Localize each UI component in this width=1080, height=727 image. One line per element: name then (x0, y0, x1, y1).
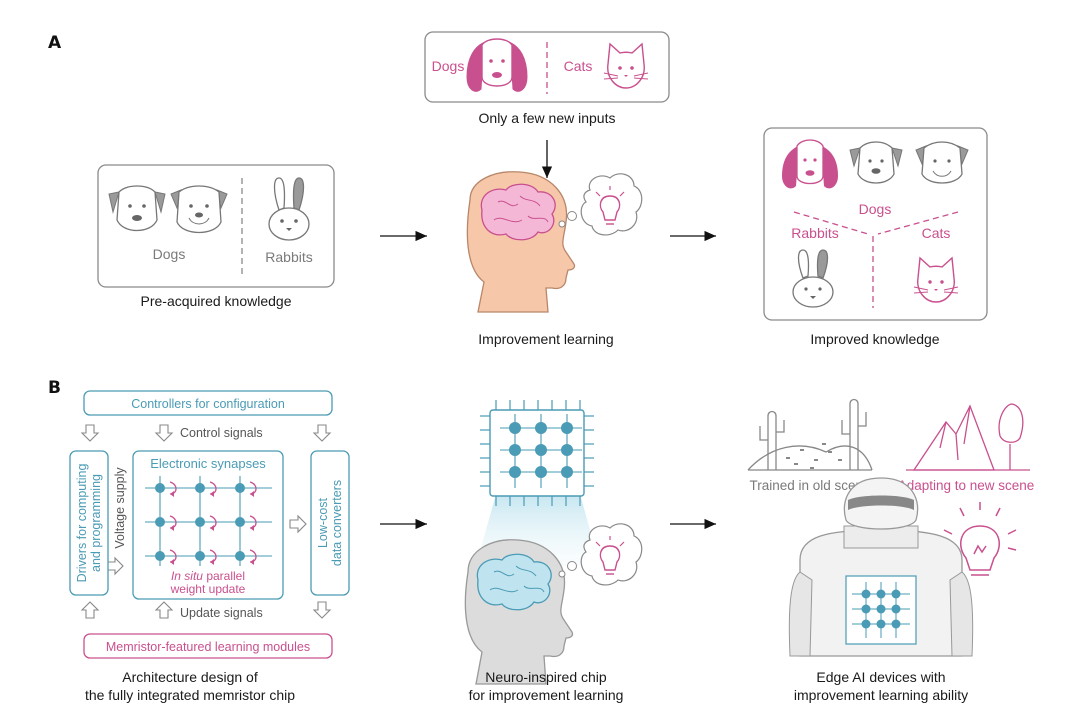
old-scene-desert-icon (747, 398, 873, 471)
pre-rabbits-label: Rabbits (265, 249, 312, 265)
lightbulb-icon (943, 502, 1017, 576)
synapse-crossbar (145, 476, 272, 566)
new-inputs-box: Dogs Cats (424, 31, 670, 103)
thought-bulb-icon (558, 173, 643, 236)
new-scene-mountain-icon (906, 403, 1030, 471)
robot-chip-node (861, 589, 871, 599)
old-scene-label: Trained in old scene (749, 478, 870, 493)
dog-icon (849, 141, 903, 184)
controllers-label: Controllers for configuration (131, 397, 285, 411)
chip-node (561, 422, 573, 434)
drivers-label-1: Drivers for computing (75, 464, 89, 583)
improved-cats-label: Cats (922, 225, 951, 241)
chip-node (535, 466, 547, 478)
chip-caption-1: Neuro-inspired chip (485, 669, 607, 685)
brain-icon (480, 183, 556, 241)
human-head-illustration (466, 171, 576, 313)
synapse-node (235, 551, 245, 561)
edge-caption-2: improvement learning ability (794, 687, 968, 703)
improved-rabbits-label: Rabbits (791, 225, 838, 241)
synapse-node (195, 551, 205, 561)
brain-icon (476, 553, 552, 611)
voltage-label: Voltage supply (113, 467, 127, 549)
chip-crossbar (500, 414, 582, 488)
bulldog-icon (170, 185, 228, 234)
controllers-box (83, 390, 333, 416)
gray-head-illustration (464, 539, 574, 685)
pre-knowledge-caption: Pre-acquired knowledge (141, 293, 292, 309)
robot-chip-node (861, 604, 871, 614)
cat-icon (603, 42, 649, 89)
synapse-node (155, 517, 165, 527)
bulldog-icon (915, 141, 969, 184)
improvement-caption: Improvement learning (478, 331, 613, 347)
robot-chip-node (876, 589, 886, 599)
new-scene-label: Adapting to new scene (898, 478, 1035, 493)
robot-chip-node (876, 604, 886, 614)
neuro-chip-illustration (476, 400, 600, 566)
improved-dogs-label: Dogs (859, 201, 892, 217)
drivers-box (69, 450, 109, 596)
arch-caption-2: the fully integrated memristor chip (85, 687, 295, 703)
dog-icon (782, 139, 838, 189)
hollow-arrows (80, 424, 332, 619)
thought-bulb-icon (558, 523, 643, 586)
chip-node (561, 444, 573, 456)
update-signals-label: Update signals (180, 606, 263, 620)
robot-illustration (788, 477, 974, 657)
chip-node (561, 466, 573, 478)
robot-chip-node (891, 619, 901, 629)
chip-node (509, 444, 521, 456)
new-inputs-dogs-label: Dogs (432, 58, 465, 74)
improved-knowledge-caption: Improved knowledge (810, 331, 939, 347)
drivers-label-2: and programming (89, 474, 103, 572)
robot-chip-node (891, 604, 901, 614)
chip-node (535, 444, 547, 456)
robot-chip-node (876, 619, 886, 629)
converters-box (310, 450, 350, 596)
converters-label-1: Low-cost (316, 497, 330, 548)
memristor-modules-box (83, 633, 333, 659)
chip-caption-2: for improvement learning (469, 687, 624, 703)
converters-label-2: data converters (330, 480, 344, 566)
chip-node (535, 422, 547, 434)
arch-caption-1: Architecture design of (122, 669, 258, 685)
synapse-node (235, 517, 245, 527)
new-inputs-cats-label: Cats (564, 58, 593, 74)
synapse-node (155, 551, 165, 561)
chip-node (509, 466, 521, 478)
pre-knowledge-box: Dogs Rabbits (97, 164, 335, 288)
panel-b-letter: B (48, 378, 61, 398)
control-signals-label: Control signals (180, 426, 263, 440)
synapses-label: Electronic synapses (150, 456, 266, 471)
synapse-node (155, 483, 165, 493)
edge-caption-1: Edge AI devices with (816, 669, 945, 685)
robot-chip-node (861, 619, 871, 629)
weight-update-label: weight update (170, 582, 246, 596)
new-inputs-caption: Only a few new inputs (479, 110, 616, 126)
cat-icon (913, 256, 959, 303)
dog-icon (108, 185, 166, 232)
robot-chip-crossbar (852, 582, 910, 638)
memristor-modules-label: Memristor-featured learning modules (106, 640, 310, 654)
pre-dogs-label: Dogs (153, 246, 186, 262)
rabbit-icon (792, 249, 834, 308)
synapse-node (195, 517, 205, 527)
in-situ-label: In situ parallel (171, 569, 245, 583)
synapse-node (195, 483, 205, 493)
rabbit-icon (268, 177, 310, 241)
improved-knowledge-box: Dogs Rabbits Cats (763, 127, 988, 321)
panel-a-letter: A (48, 33, 62, 53)
dog-icon (466, 38, 528, 92)
synapse-node (235, 483, 245, 493)
robot-chip-node (891, 589, 901, 599)
chip-node (509, 422, 521, 434)
